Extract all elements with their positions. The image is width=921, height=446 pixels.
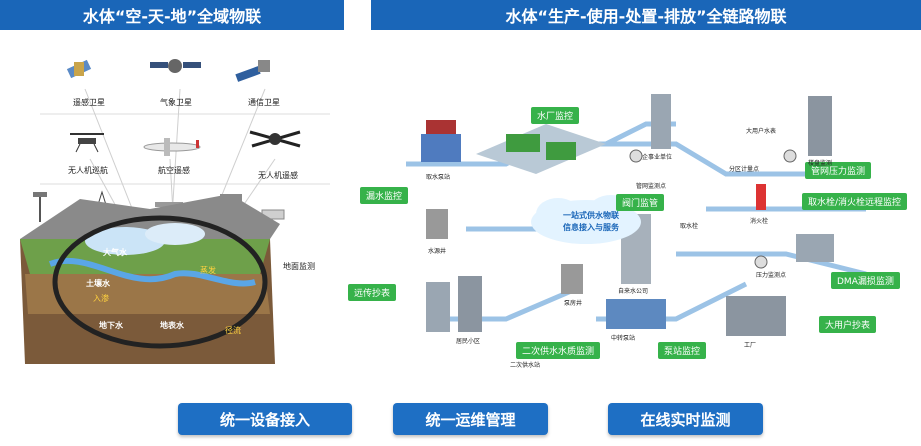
tag-dma: DMA漏损监测 <box>831 272 900 289</box>
realtime-monitoring-button[interactable]: 在线实时监测 <box>608 403 763 435</box>
small-label: 居民小区 <box>456 338 481 345</box>
small-label: 消火栓 <box>750 218 769 225</box>
cloud-label: 信息接入与服务 <box>563 223 619 232</box>
tag-pump-station: 泵站监控 <box>658 342 707 359</box>
water-layer-label: 径流 <box>225 326 241 335</box>
tag-pipe-pressure: 管网压力监测 <box>805 162 872 179</box>
water-layer-label: 入渗 <box>93 294 109 303</box>
tag-valve: 阀门监管 <box>616 194 665 211</box>
small-label: 水源井 <box>428 248 447 255</box>
cloud-icon <box>531 195 641 244</box>
aircraft-label: 航空遥感 <box>158 166 190 175</box>
tag-leak: 漏水监控 <box>360 187 409 204</box>
aircraft-label: 无人机巡航 <box>68 166 108 175</box>
header-right: 水体“生产-使用-处置-排放”全链路物联 <box>371 0 921 30</box>
small-label: 企事业单位 <box>642 154 673 161</box>
drone-patrol-icon <box>70 133 104 153</box>
unified-ops-management-button[interactable]: 统一运维管理 <box>393 403 548 435</box>
intake-pump-station-icon <box>421 120 461 162</box>
small-label: 取水栓 <box>680 223 699 230</box>
remote-sensing-satellite-icon <box>66 59 92 79</box>
weather-satellite-icon <box>150 59 201 73</box>
water-plant-icon <box>476 124 606 174</box>
small-label: 管网监测点 <box>636 183 667 190</box>
focus-ellipse <box>52 215 268 349</box>
tag-large-user: 大用户抄表 <box>819 316 877 333</box>
drone-remote-sensing-icon <box>249 130 301 148</box>
aircraft-label: 无人机遥感 <box>258 171 298 180</box>
small-label: 压力监测点 <box>756 272 787 279</box>
small-label: 工厂 <box>744 342 757 349</box>
water-layer-label: 地下水 <box>99 321 123 330</box>
water-layer-label: 大气水 <box>103 248 127 257</box>
satellite-label: 遥感卫星 <box>73 98 105 107</box>
water-layer-label: 地表水 <box>160 321 184 330</box>
sky-space-ground-panel: 遥感卫星 气象卫星 通信卫星 无人机巡航 航空遥感 无人机遥感 地面监测 大气水… <box>0 34 344 390</box>
small-label: 楼盘监测 <box>808 160 833 167</box>
right-illustration <box>406 94 867 336</box>
tag-water-plant: 水厂监控 <box>531 107 580 124</box>
small-label: 分区计量点 <box>729 166 760 173</box>
small-label: 大用户水表 <box>746 128 777 135</box>
small-label: 中转泵站 <box>611 335 636 342</box>
left-illustration <box>20 59 330 364</box>
satellite-label: 气象卫星 <box>160 98 192 107</box>
building-icons <box>426 94 834 336</box>
unified-device-access-button[interactable]: 统一设备接入 <box>178 403 352 435</box>
water-layer-label: 土壤水 <box>86 279 110 288</box>
ground-monitoring-label: 地面监测 <box>283 262 315 271</box>
pressure-gauge-icons <box>629 149 797 269</box>
satellite-label: 通信卫星 <box>248 98 280 107</box>
small-label: 取水泵站 <box>426 174 451 181</box>
aerial-plane-icon <box>143 138 201 156</box>
small-label: 泵房井 <box>564 300 583 307</box>
communication-satellite-icon <box>235 60 270 82</box>
tag-hydrant: 取水栓/消火栓远程监控 <box>802 193 908 210</box>
water-layer-label: 蒸发 <box>200 266 216 275</box>
terrain-3d-block <box>20 194 280 364</box>
production-to-discharge-panel: 水厂监控 漏水监控 阀门监管 管网压力监测 取水栓/消火栓远程监控 DMA漏损监… <box>346 34 921 390</box>
header-left: 水体“空-天-地”全域物联 <box>0 0 344 30</box>
tag-secondary-water: 二次供水水质监测 <box>516 342 601 359</box>
tag-remote-meter: 远传抄表 <box>348 284 397 301</box>
cloud-label: 一站式供水物联 <box>563 211 619 220</box>
small-label: 自来水公司 <box>618 288 649 295</box>
small-label: 二次供水站 <box>510 362 541 369</box>
